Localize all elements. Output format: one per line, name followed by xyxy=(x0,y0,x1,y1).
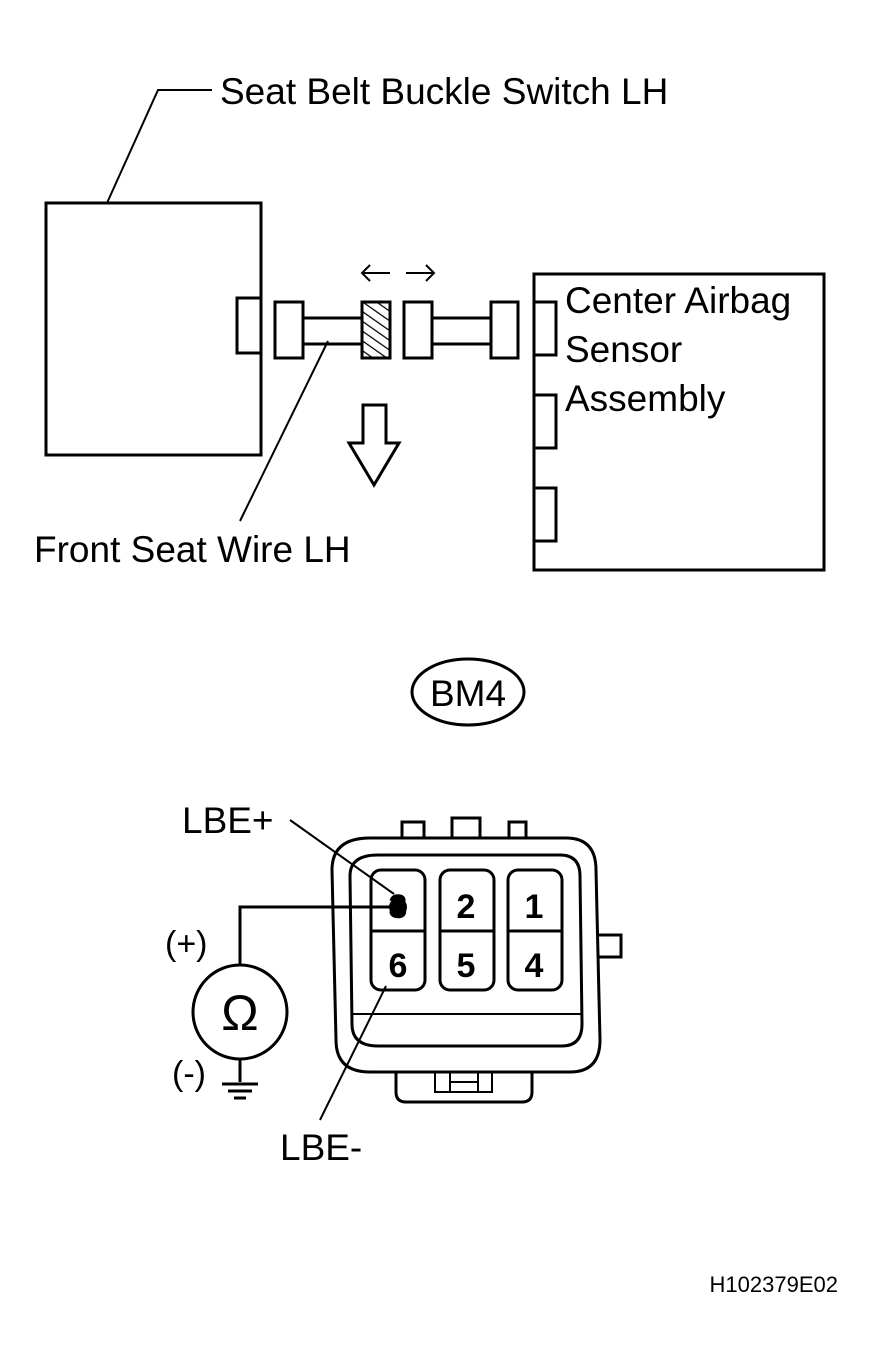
pin-5: 5 xyxy=(457,947,476,985)
lbe-minus-label: LBE- xyxy=(280,1127,362,1168)
seat-belt-switch-leader xyxy=(106,89,212,204)
disconnect-arrows-icon xyxy=(360,264,436,282)
connector-code-ellipse xyxy=(410,657,526,727)
meter-plus-label: (+) xyxy=(165,925,208,963)
pin-6: 6 xyxy=(389,947,408,985)
airbag-sensor-label-line1: Center Airbag xyxy=(565,280,791,321)
lbe-plus-leader xyxy=(289,819,395,895)
airbag-sensor-label-line3: Assembly xyxy=(565,378,726,419)
connector-code: BM4 xyxy=(430,673,506,714)
disconnected-connector-face xyxy=(360,300,392,360)
pin-2: 2 xyxy=(457,888,476,926)
pin-4: 4 xyxy=(525,947,544,985)
probe-wire xyxy=(238,905,398,965)
lbe-plus-label: LBE+ xyxy=(182,800,274,841)
center-airbag-sensor-assembly xyxy=(532,272,826,572)
lbe-minus-leader xyxy=(319,985,387,1121)
front-seat-wire-harness xyxy=(239,300,520,522)
ohm-symbol: Ω xyxy=(221,985,258,1041)
seat-belt-switch-label: Seat Belt Buckle Switch LH xyxy=(220,71,668,112)
meter-minus-label: (-) xyxy=(172,1055,206,1093)
pin-1: 1 xyxy=(525,888,544,926)
front-seat-wire-leader xyxy=(239,340,329,522)
front-seat-wire-label: Front Seat Wire LH xyxy=(34,529,351,570)
figure-code: H102379E02 xyxy=(710,1272,838,1297)
connector-front-view xyxy=(330,816,623,1104)
down-arrow-icon xyxy=(346,403,402,488)
ohmmeter xyxy=(191,905,398,1100)
seat-belt-buckle-switch xyxy=(44,89,263,457)
airbag-sensor-label-line2: Sensor xyxy=(565,329,682,370)
ground-icon xyxy=(222,1082,258,1100)
